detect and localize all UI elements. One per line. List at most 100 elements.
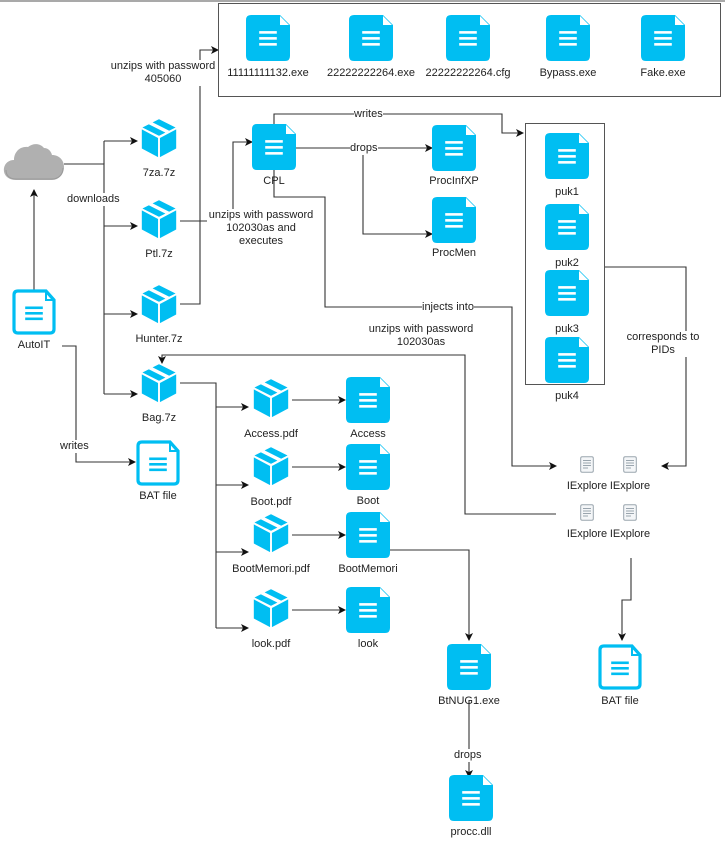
node-label: 11111111132.exe — [227, 67, 309, 79]
node-procc: procc.dll — [449, 775, 493, 838]
edge-label-drops-cpl: drops — [350, 142, 378, 155]
package-icon — [138, 198, 180, 245]
edge-label-unzips-405060: unzips with password 405060 — [108, 60, 218, 86]
small-document-icon — [580, 456, 594, 478]
internet-cloud — [2, 140, 66, 184]
edge-cpl-injects — [273, 170, 557, 470]
document-icon — [246, 15, 290, 66]
document-icon — [432, 197, 476, 248]
node-look: look — [346, 587, 390, 650]
edge-cpl-drops-procmen — [362, 148, 433, 238]
node-look-pdf: look.pdf — [250, 587, 292, 650]
node-iexplore: IExplore — [567, 504, 607, 540]
node-bag: Bag.7z — [138, 362, 180, 424]
node-label: 22222222264.exe — [326, 67, 416, 79]
node-label: IExplore — [566, 528, 608, 540]
package-icon — [138, 283, 180, 330]
cloud-icon — [3, 144, 65, 180]
document-icon — [641, 15, 685, 66]
package-icon — [138, 362, 180, 409]
node-iexplore: IExplore — [610, 504, 650, 540]
node-autoit: AutoIT — [12, 289, 56, 351]
node-iexplore: IExplore — [567, 456, 607, 492]
document-icon — [546, 15, 590, 66]
node-label: BAT file — [139, 490, 177, 502]
document-outline-icon — [12, 289, 56, 340]
node-procmen: ProcMen — [432, 197, 476, 259]
node-label: puk3 — [555, 323, 579, 335]
node-hbox-1: 22222222264.exe — [327, 15, 415, 79]
node-label: BAT file — [601, 695, 639, 707]
node-access: Access — [346, 377, 390, 440]
node-7za: 7za.7z — [138, 117, 180, 179]
small-document-icon — [623, 456, 637, 478]
node-label: CPL — [263, 175, 285, 187]
small-document-icon — [580, 504, 594, 526]
node-hbox-0: 11111111132.exe — [227, 15, 309, 79]
document-outline-icon — [598, 644, 642, 695]
document-icon — [252, 124, 296, 175]
node-label: puk1 — [555, 186, 579, 198]
hunter-contents-box — [218, 3, 721, 97]
node-hunter: Hunter.7z — [135, 283, 183, 345]
node-hbox-3: Bypass.exe — [540, 15, 596, 79]
node-label: AutoIT — [17, 339, 51, 351]
document-icon — [432, 125, 476, 176]
package-icon — [250, 377, 292, 424]
edge-iexplore-bag — [158, 354, 556, 515]
document-icon — [447, 644, 491, 695]
edge-puk-pids — [605, 266, 687, 470]
node-label: IExplore — [609, 480, 651, 492]
node-label: Boot — [356, 495, 380, 507]
node-bat-right: BAT file — [598, 644, 642, 707]
node-label: 22222222264.cfg — [425, 67, 511, 79]
node-label: ProcInfXP — [429, 175, 479, 187]
node-label: Access — [350, 428, 386, 440]
small-document-icon — [623, 504, 637, 526]
edge-ptl-cpl — [180, 138, 253, 222]
node-label: Ptl.7z — [145, 248, 173, 260]
edge-label-injects-into: injects into — [422, 301, 474, 314]
document-icon — [349, 15, 393, 66]
document-outline-icon — [136, 440, 180, 491]
node-label: procc.dll — [450, 826, 492, 838]
node-label: BootMemori — [338, 563, 398, 575]
document-icon — [449, 775, 493, 826]
edge-label-corresponds: corresponds to PIDs — [623, 331, 703, 357]
edge-hunter-box — [180, 83, 201, 305]
node-bootmemori: BootMemori — [338, 512, 398, 575]
node-boot: Boot — [346, 444, 390, 507]
document-icon — [346, 512, 390, 563]
document-icon — [346, 377, 390, 428]
package-icon — [250, 445, 292, 492]
package-icon — [250, 587, 292, 634]
node-puk-3: puk4 — [545, 337, 589, 402]
node-label: Access.pdf — [244, 428, 298, 440]
document-icon — [545, 204, 589, 255]
edge-label-writes-autoit: writes — [60, 440, 89, 453]
node-label: ProcMen — [431, 247, 477, 259]
node-label: Boot.pdf — [250, 496, 292, 508]
node-boot-pdf: Boot.pdf — [250, 445, 292, 508]
node-hbox-2: 22222222264.cfg — [425, 15, 511, 79]
edge-bm-btnug — [388, 549, 473, 641]
edge-label-unzips-ptl: unzips with password 102030as and execut… — [207, 209, 315, 248]
document-icon — [346, 587, 390, 638]
package-icon — [138, 117, 180, 164]
node-label: Bag.7z — [141, 412, 177, 424]
node-cpl: CPL — [252, 124, 296, 187]
document-icon — [446, 15, 490, 66]
node-label: puk2 — [555, 257, 579, 269]
label-text: corresponds to PIDs — [626, 331, 700, 356]
edge-hunter-box-top — [199, 46, 219, 60]
puk-files-box — [525, 123, 605, 385]
node-hbox-4: Fake.exe — [640, 15, 686, 79]
node-label: 7za.7z — [142, 167, 176, 179]
node-label: BootMemori.pdf — [232, 563, 310, 575]
node-puk-2: puk3 — [545, 270, 589, 335]
edge-iexplore-bat — [618, 558, 632, 641]
label-text: unzips with password 405060 — [110, 60, 216, 85]
edge-label-unzips-bag: unzips with password 102030as — [366, 323, 476, 349]
node-procinfxp: ProcInfXP — [429, 125, 479, 187]
